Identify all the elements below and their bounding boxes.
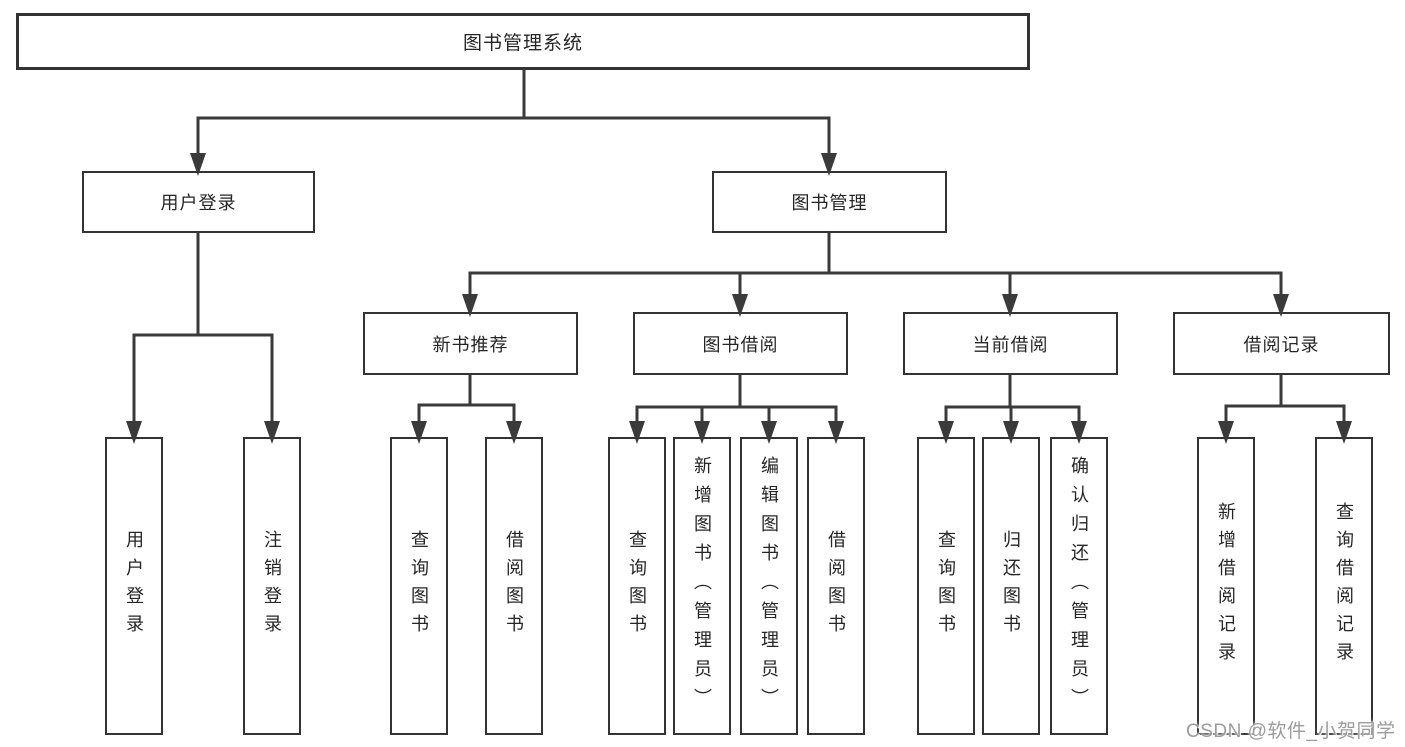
node-borrowing-records: 借阅记录 (1173, 312, 1390, 375)
leaf-logout: 注销登录 (243, 437, 301, 735)
connector-arrows (126, 118, 1352, 444)
leaf-edit-books-admin: 编辑图书（管理员） (740, 437, 798, 735)
leaf-borrow-books-2: 借阅图书 (807, 437, 865, 735)
leaf-add-borrow-record: 新增借阅记录 (1197, 437, 1255, 735)
node-user-login: 用户登录 (82, 171, 315, 233)
leaf-user-login: 用户登录 (105, 437, 163, 735)
node-current-borrowing: 当前借阅 (903, 312, 1118, 375)
leaf-query-books-3: 查询图书 (917, 437, 975, 735)
node-new-book-recommend: 新书推荐 (363, 312, 578, 375)
leaf-return-books: 归还图书 (982, 437, 1040, 735)
leaf-add-books-admin: 新增图书（管理员） (673, 437, 731, 735)
leaf-query-books-1: 查询图书 (390, 437, 448, 735)
leaf-query-books-2: 查询图书 (608, 437, 666, 735)
leaf-borrow-books-1: 借阅图书 (485, 437, 543, 735)
watermark: CSDN @软件_小贺同学 (1186, 721, 1396, 742)
leaf-confirm-return-admin: 确认归还（管理员） (1050, 437, 1108, 735)
node-library-management-system: 图书管理系统 (16, 13, 1030, 70)
node-book-management: 图书管理 (712, 171, 947, 233)
leaf-query-borrow-record: 查询借阅记录 (1315, 437, 1373, 735)
node-book-borrowing: 图书借阅 (633, 312, 848, 375)
